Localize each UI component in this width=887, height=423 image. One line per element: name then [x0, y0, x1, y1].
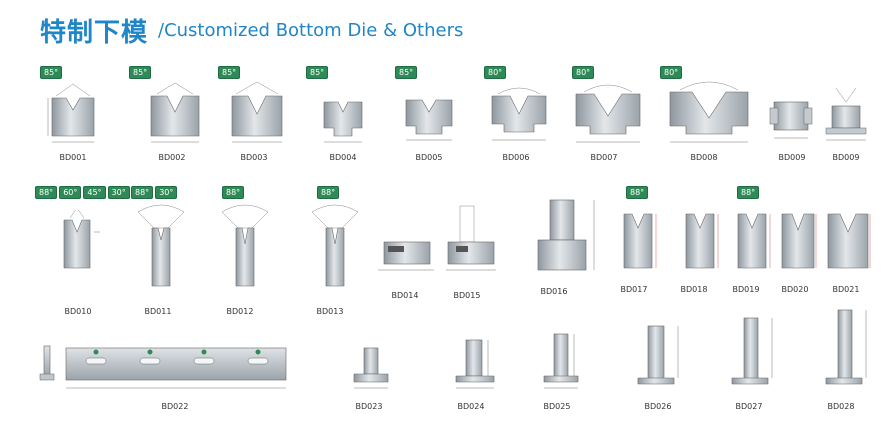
bd005-die-drawing	[402, 88, 456, 146]
angle-badge: 30°	[107, 186, 130, 199]
bd018-label: BD018	[680, 285, 708, 294]
bd001-badges: 85°	[40, 66, 63, 79]
bd024-label: BD024	[457, 402, 485, 411]
angle-badge: 80°	[484, 66, 507, 79]
bd028-label: BD028	[827, 402, 855, 411]
bd002-die-drawing	[143, 80, 207, 150]
bd010-die-drawing	[56, 210, 104, 274]
bd003-die-drawing	[224, 80, 290, 150]
bd004-die-drawing	[320, 90, 366, 146]
angle-badge: 80°	[660, 66, 683, 79]
bd008-label: BD008	[690, 153, 718, 162]
bd011-badges: 88° 30°	[131, 186, 178, 199]
bd016-die-drawing	[532, 196, 602, 276]
bd002-badges: 85°	[129, 66, 152, 79]
bd003-label: BD003	[240, 153, 268, 162]
bd011-label: BD011	[144, 307, 172, 316]
bd020-label: BD020	[781, 285, 809, 294]
angle-badge: 85°	[218, 66, 241, 79]
bd003-badges: 85°	[218, 66, 241, 79]
bd007-label: BD007	[590, 153, 618, 162]
bd012-label: BD012	[226, 307, 254, 316]
bd024-die-drawing	[452, 336, 500, 394]
bd012-die-drawing	[218, 198, 272, 294]
bd025-label: BD025	[543, 402, 571, 411]
bd015-label: BD015	[453, 291, 481, 300]
bd004-badges: 85°	[306, 66, 329, 79]
bd004-label: BD004	[329, 153, 357, 162]
page-title-en: /Customized Bottom Die & Others	[158, 20, 464, 41]
bd020-die-drawing	[778, 204, 820, 274]
page-title-cn: 特制下模	[40, 18, 149, 48]
bd019-die-drawing	[732, 204, 774, 274]
bd007-die-drawing	[572, 80, 644, 148]
angle-badge: 88°	[131, 186, 154, 199]
bd008-badges: 80°	[660, 66, 683, 79]
angle-badge: 85°	[306, 66, 329, 79]
bd028-die-drawing	[822, 306, 872, 396]
bd005-badges: 85°	[395, 66, 418, 79]
angle-badge: 88°	[737, 186, 760, 199]
bd013-label: BD013	[316, 307, 344, 316]
bd013-badges: 88°	[317, 186, 340, 199]
bd026-label: BD026	[644, 402, 672, 411]
angle-badge: 88°	[222, 186, 245, 199]
bd027-die-drawing	[728, 314, 778, 394]
bd002-label: BD002	[158, 153, 186, 162]
bd016-label: BD016	[540, 287, 568, 296]
bd026-die-drawing	[634, 322, 684, 394]
bd022-label: BD022	[161, 402, 189, 411]
bd027-label: BD027	[735, 402, 763, 411]
bd017-badges: 88°	[626, 186, 649, 199]
bd019-badges: 88°	[737, 186, 760, 199]
bd015-die-drawing	[442, 204, 500, 276]
bd018-die-drawing	[680, 204, 722, 274]
bd006-badges: 80°	[484, 66, 507, 79]
bd009b-label: BD009	[832, 153, 860, 162]
angle-badge: 88°	[35, 186, 58, 199]
bd008-die-drawing	[666, 78, 752, 148]
bd014-label: BD014	[391, 291, 419, 300]
angle-badge: 60°	[59, 186, 82, 199]
bd019-label: BD019	[732, 285, 760, 294]
angle-badge: 45°	[83, 186, 106, 199]
bd007-badges: 80°	[572, 66, 595, 79]
bd025-die-drawing	[540, 330, 586, 394]
angle-badge: 85°	[395, 66, 418, 79]
bd012-badges: 88°	[222, 186, 245, 199]
bd022-side-drawing	[38, 344, 58, 386]
bd014-die-drawing	[374, 236, 438, 278]
bd022-die-drawing	[64, 342, 290, 398]
bd013-die-drawing	[308, 198, 362, 294]
bd009b-die-drawing	[822, 86, 870, 148]
bd006-die-drawing	[488, 84, 550, 146]
bd023-label: BD023	[355, 402, 383, 411]
angle-badge: 85°	[40, 66, 63, 79]
bd001-die-drawing	[44, 80, 102, 150]
bd001-label: BD001	[59, 153, 87, 162]
angle-badge: 88°	[626, 186, 649, 199]
bd023-die-drawing	[348, 344, 394, 394]
bd006-label: BD006	[502, 153, 530, 162]
bd017-die-drawing	[618, 204, 660, 274]
bd021-die-drawing	[824, 204, 872, 274]
bd021-label: BD021	[832, 285, 860, 294]
bd017-label: BD017	[620, 285, 648, 294]
bd005-label: BD005	[415, 153, 443, 162]
angle-badge: 85°	[129, 66, 152, 79]
bd009a-die-drawing	[768, 98, 816, 148]
bd009a-label: BD009	[778, 153, 806, 162]
bd010-badges: 88° 60° 45° 30°	[35, 186, 130, 199]
angle-badge: 80°	[572, 66, 595, 79]
bd010-label: BD010	[64, 307, 92, 316]
bd011-die-drawing	[134, 198, 188, 294]
angle-badge: 88°	[317, 186, 340, 199]
angle-badge: 30°	[155, 186, 178, 199]
